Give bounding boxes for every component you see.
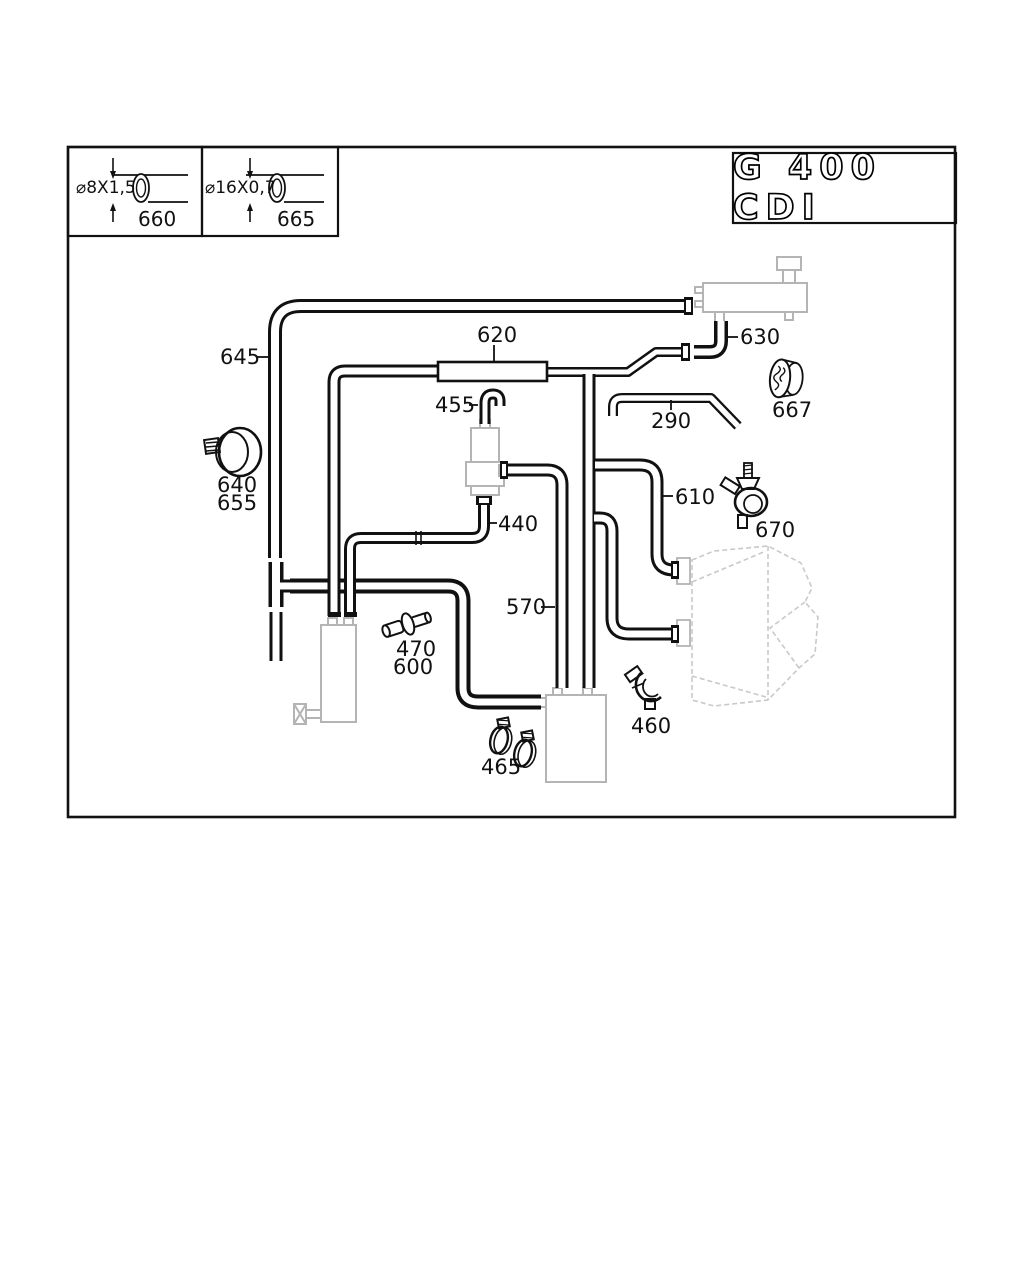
label-440: 440: [498, 512, 539, 536]
canister-bottom: [538, 687, 607, 783]
clamp-670: [719, 462, 769, 529]
label-570: 570: [506, 595, 547, 619]
hose-620-run: [327, 364, 440, 616]
axle-housing-ghost: [691, 545, 819, 707]
expansion-reservoir: [694, 256, 808, 323]
hose-440: [344, 504, 490, 616]
clamp-465-a: [488, 716, 513, 756]
label-655: 655: [217, 491, 258, 515]
legend-box-2: [200, 145, 340, 238]
label-670: 670: [755, 518, 796, 542]
legend-tube-2: [246, 158, 324, 222]
hose-main-supply: [290, 578, 541, 710]
hose-to-elbow: [547, 347, 684, 377]
label-620: 620: [477, 323, 518, 347]
clip-460: [623, 664, 662, 710]
grommet-667: [768, 358, 804, 399]
label-667: 667: [772, 398, 813, 422]
connector-470-600: [381, 611, 432, 638]
label-600: 600: [393, 655, 434, 679]
hose-axle-lower: [593, 511, 676, 641]
legend-part-660: 660: [138, 207, 177, 231]
sleeve-620: [436, 360, 549, 383]
label-465: 465: [481, 755, 522, 779]
label-630: 630: [740, 325, 781, 349]
legend-dimension-2: ⌀16X0,7: [205, 178, 276, 198]
label-610: 610: [675, 485, 716, 509]
legend-part-665: 665: [277, 207, 316, 231]
label-290: 290: [651, 409, 692, 433]
hose-610: [595, 458, 681, 577]
label-460: 460: [631, 714, 672, 738]
frame: [66, 145, 958, 819]
badge-box: [731, 151, 958, 225]
clamp-640-655: [202, 426, 263, 478]
canister-left: [293, 617, 357, 725]
hose-645: [268, 299, 688, 558]
hose-290: [608, 393, 742, 430]
legend-tube-1: [110, 158, 188, 222]
label-645: 645: [220, 345, 261, 369]
label-640: 640: [217, 473, 258, 497]
model-badge: G 400 CDI: [732, 147, 882, 229]
hose-bell-ends: [328, 297, 693, 643]
pipe-455: [479, 388, 506, 424]
label-455: 455: [435, 393, 476, 417]
hose-elbow-630: [694, 321, 728, 359]
tee-connector: [268, 562, 297, 607]
hose-570-left: [506, 463, 569, 688]
legend-dimension-1: ⌀8X1,5: [76, 178, 136, 198]
clamp-465-b: [512, 729, 537, 769]
label-470: 470: [396, 637, 437, 661]
leader-lines: [257, 336, 738, 608]
